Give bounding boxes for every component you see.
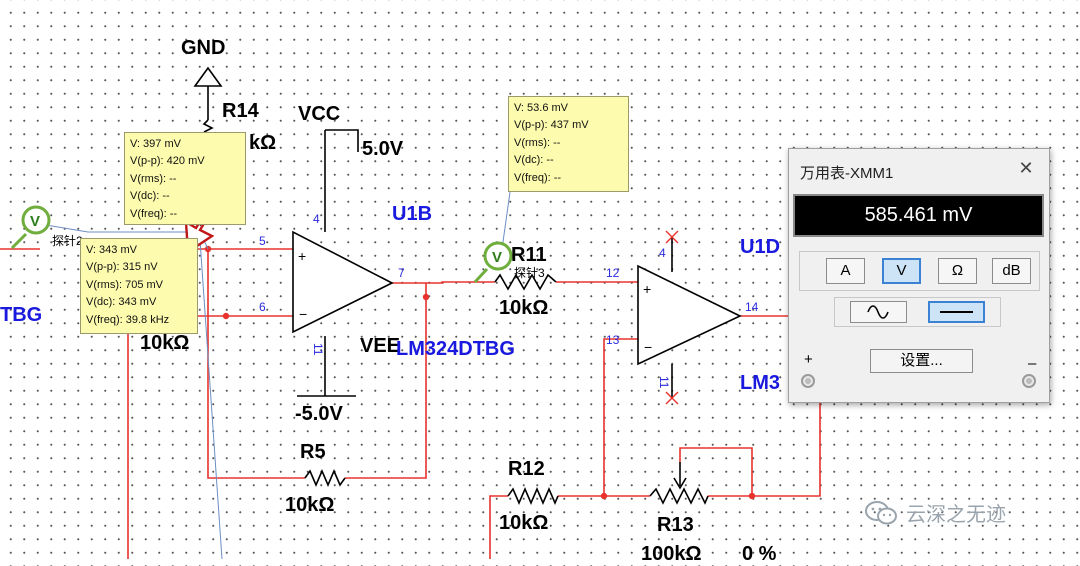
r12-value: 10kΩ	[499, 512, 549, 534]
pin-label: 11	[657, 376, 671, 389]
probe-reading: V(p-p): 315 nV	[86, 261, 158, 274]
pin-label: 4	[313, 212, 320, 226]
vcc-value: 5.0V	[362, 138, 404, 160]
u1b-label: U1B	[392, 203, 433, 225]
opamp-u1d[interactable]	[637, 264, 742, 366]
r14-resistor	[202, 119, 214, 133]
pin-label: 14	[745, 300, 759, 314]
wechat-icon	[865, 501, 897, 525]
pin-label: 13	[606, 333, 620, 347]
r13-resistor[interactable]	[649, 487, 709, 505]
mode-button-group: A V Ω dB	[799, 251, 1040, 291]
mode-db-button[interactable]: dB	[992, 258, 1031, 284]
u1d-minus-sign: −	[644, 339, 652, 355]
probe-reading: V(rms): --	[514, 136, 561, 149]
probe-2-tooltip: V: 343 mV V(p-p): 315 nV V(rms): 705 mV …	[80, 238, 198, 334]
pin-label: 5	[259, 234, 266, 248]
minus-terminal-label: –	[1028, 355, 1037, 372]
multimeter-display: 585.461 mV	[793, 194, 1044, 237]
r5-label: R5	[300, 441, 326, 463]
dc-line-icon	[940, 311, 973, 313]
probe-reading: V(freq): 39.8 kHz	[86, 313, 170, 326]
r14-label: R14	[222, 100, 259, 122]
probe-tooltip-top: V: 397 mV V(p-p): 420 mV V(rms): -- V(dc…	[124, 132, 246, 225]
gnd-label: GND	[181, 37, 226, 59]
multimeter-window[interactable]: 万用表-XMM1 ✕ 585.461 mV A V Ω dB 设置... + –	[788, 148, 1050, 403]
probe-3-tooltip: V: 53.6 mV V(p-p): 437 mV V(rms): -- V(d…	[508, 96, 629, 192]
opamp-u1b[interactable]	[292, 230, 394, 334]
svg-text:V: V	[30, 213, 40, 230]
r14-value: kΩ	[249, 132, 277, 154]
r11-label: R11	[511, 244, 547, 266]
u1b-part-label: LM324DTBG	[396, 338, 515, 360]
r11-resistor[interactable]	[494, 273, 557, 291]
gnd-symbol	[193, 66, 223, 87]
probe-reading: V(freq): --	[514, 171, 562, 184]
r13-value: 100kΩ	[641, 543, 702, 565]
junctions	[204, 245, 756, 500]
probe-reading: V(rms): 705 mV	[86, 278, 164, 291]
sine-wave-icon	[867, 305, 889, 319]
probe-3-icon[interactable]: V	[473, 241, 513, 284]
probe-2-name: 探针2	[52, 234, 83, 248]
u1d-plus-sign: +	[643, 281, 651, 297]
probe-reading: V(dc): --	[130, 190, 170, 203]
vcc-label: VCC	[298, 103, 341, 125]
plus-terminal-label: +	[804, 351, 813, 368]
probe-reading: V(rms): --	[130, 172, 177, 185]
r11-value: 10kΩ	[499, 297, 549, 319]
power-wires	[207, 86, 673, 398]
probe-reading: V(freq): --	[130, 207, 178, 220]
pin-label: 12	[606, 266, 620, 280]
pin-label: 11	[311, 343, 325, 356]
minus-terminal[interactable]	[1022, 374, 1036, 388]
probe-2-icon[interactable]: V	[10, 205, 51, 250]
r13-percent: 0 %	[742, 543, 777, 565]
probe-3-name: 探针3	[514, 266, 545, 280]
left-part-label: TBG	[0, 304, 43, 326]
r13-wiper-icon	[673, 462, 687, 490]
dc-button[interactable]	[928, 301, 985, 323]
signal-type-group	[834, 297, 1001, 327]
probe-reading: V(p-p): 420 mV	[130, 155, 205, 168]
watermark-text: 云深之无迹	[906, 504, 1006, 526]
mode-ampere-button[interactable]: A	[826, 258, 865, 284]
multimeter-title: 万用表-XMM1	[800, 165, 894, 182]
u1d-part-label: LM3	[740, 372, 780, 394]
probe-reading: V: 53.6 mV	[514, 102, 569, 114]
probe-reading: V: 343 mV	[86, 244, 137, 256]
mode-volt-button[interactable]: V	[882, 258, 921, 284]
r5-resistor[interactable]	[304, 468, 346, 488]
u1b-plus-sign: +	[298, 248, 306, 264]
svg-text:V: V	[492, 249, 502, 266]
no-connect-marks	[665, 230, 679, 405]
r5-value: 10kΩ	[285, 494, 335, 516]
u1d-label: U1D	[740, 236, 781, 258]
probe-reading: V(dc): --	[514, 154, 554, 167]
mode-ohm-button[interactable]: Ω	[938, 258, 977, 284]
probe-reading: V(p-p): 437 mV	[514, 119, 589, 132]
close-icon[interactable]: ✕	[1018, 158, 1034, 178]
pin-label: 7	[398, 266, 405, 280]
pin-label: 6	[259, 300, 266, 314]
ac-button[interactable]	[850, 301, 907, 323]
r12-label: R12	[508, 458, 545, 480]
hidden-resistor-value: 10kΩ	[140, 332, 190, 354]
settings-button[interactable]: 设置...	[870, 349, 973, 373]
r12-resistor[interactable]	[507, 486, 559, 506]
u1b-minus-sign: −	[299, 306, 307, 322]
vee-label: VEE	[360, 335, 401, 357]
r13-label: R13	[657, 514, 694, 536]
wires	[0, 248, 821, 559]
pin-label: 4	[659, 246, 666, 260]
probe-reading: V(dc): 343 mV	[86, 296, 157, 309]
plus-terminal[interactable]	[801, 374, 815, 388]
vee-value: -5.0V	[295, 403, 343, 425]
probe-reading: V: 397 mV	[130, 138, 181, 150]
